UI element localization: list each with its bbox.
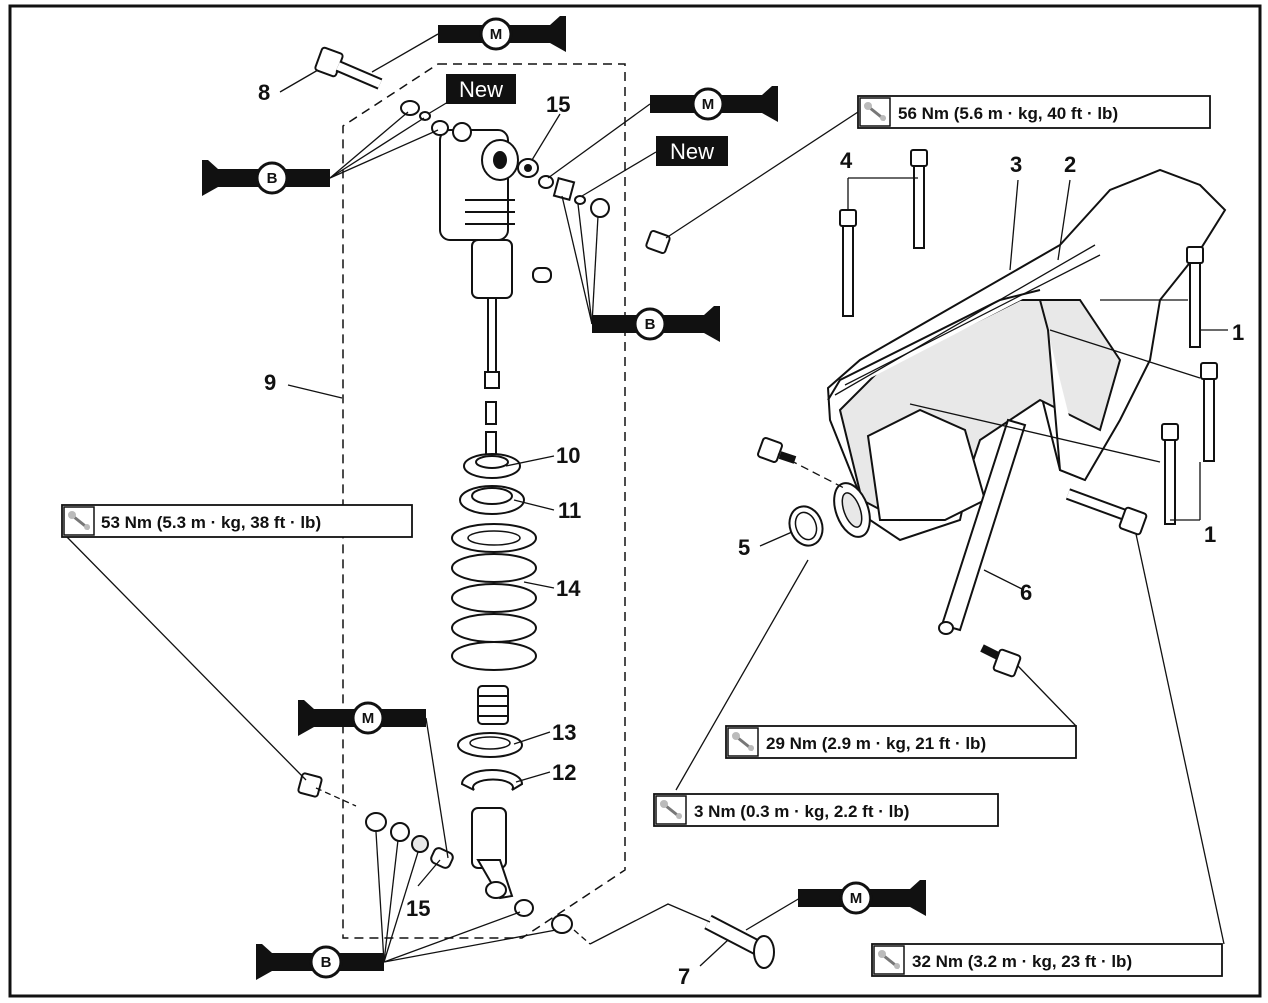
callout-10: 10 (556, 443, 580, 468)
callout-5: 5 (738, 535, 750, 560)
lube-m-top: M (436, 14, 568, 54)
callout-4: 4 (840, 148, 853, 173)
cable-tie (1200, 362, 1218, 462)
callout-12: 12 (552, 760, 576, 785)
torque-box-32nm: 32 Nm (3.2 m · kg, 23 ft · lb) (871, 943, 1223, 977)
callout-6: 6 (1020, 580, 1032, 605)
wrench-icon (872, 944, 906, 976)
svg-text:53 Nm (5.3 m · kg, 38 ft · lb): 53 Nm (5.3 m · kg, 38 ft · lb) (101, 513, 321, 532)
torque-box-3nm: 3 Nm (0.3 m · kg, 2.2 ft · lb) (653, 793, 999, 827)
bolt-airbox (757, 437, 797, 464)
bolt-8 (314, 46, 383, 90)
svg-text:M: M (490, 26, 503, 43)
svg-text:B: B (321, 954, 332, 971)
lube-m-lower: M (296, 698, 428, 738)
svg-text:B: B (645, 316, 656, 333)
torque-box-53nm: 53 Nm (5.3 m · kg, 38 ft · lb) (61, 504, 413, 538)
lube-b-upper-left: B (200, 158, 332, 198)
spring-seat-12 (460, 769, 524, 791)
cable-tie (1161, 423, 1179, 525)
callout-15-lower: 15 (406, 896, 430, 921)
svg-text:M: M (850, 890, 863, 907)
spring-locknut-11 (459, 485, 525, 515)
svg-text:32 Nm (3.2 m · kg, 23 ft · lb): 32 Nm (3.2 m · kg, 23 ft · lb) (912, 952, 1132, 971)
wrench-icon (62, 505, 96, 537)
lube-m-upper-right: M (648, 84, 780, 124)
callout-11: 11 (558, 498, 581, 523)
lower-right-washer-a (514, 899, 534, 917)
svg-text:M: M (362, 710, 375, 727)
svg-text:B: B (267, 170, 278, 187)
callout-1-lower: 1 (1204, 522, 1216, 547)
spring-14 (451, 523, 537, 671)
shock-lower-body (477, 685, 509, 725)
callout-8: 8 (258, 80, 270, 105)
callout-1-upper: 1 (1232, 320, 1244, 345)
callout-14: 14 (556, 576, 581, 601)
svg-text:New: New (670, 139, 714, 164)
torque-box-29nm: 29 Nm (2.9 m · kg, 21 ft · lb) (725, 725, 1077, 759)
callout-13: 13 (552, 720, 576, 745)
callout-15-upper: 15 (546, 92, 570, 117)
new-badge-right: New (656, 136, 728, 166)
bolt-32nm (1065, 488, 1148, 536)
wrench-icon (654, 794, 688, 826)
callout-7: 7 (678, 964, 690, 989)
svg-text:56 Nm (5.6 m · kg, 40 ft · lb): 56 Nm (5.6 m · kg, 40 ft · lb) (898, 104, 1118, 123)
callout-9: 9 (264, 370, 276, 395)
cable-tie (910, 149, 928, 249)
upper-left-washers (400, 100, 472, 142)
frame-border (8, 4, 1262, 998)
shock-absorber (439, 129, 552, 458)
bolt-7 (704, 914, 775, 969)
shock-assembly-boundary (342, 63, 626, 939)
shock-lower-clevis (471, 807, 514, 900)
cable-tie (839, 209, 857, 317)
leader-lines (63, 33, 1228, 967)
svg-text:New: New (459, 77, 503, 102)
lube-m-lower-right: M (796, 878, 928, 918)
lube-b-lower: B (254, 942, 386, 982)
upper-right-washers (517, 158, 671, 255)
callout-3: 3 (1010, 152, 1022, 177)
cable-tie (1186, 246, 1204, 348)
bolt-29nm (980, 644, 1022, 678)
lube-b-right: B (590, 304, 722, 344)
torque-box-56nm: 56 Nm (5.6 m · kg, 40 ft · lb) (857, 95, 1211, 129)
svg-text:3 Nm (0.3 m · kg, 2.2 ft · lb): 3 Nm (0.3 m · kg, 2.2 ft · lb) (694, 802, 909, 821)
lower-left-bushings (297, 772, 454, 869)
lower-right-washer-b (551, 914, 573, 934)
nut-upper (645, 229, 671, 255)
rear-stay-6 (940, 418, 1027, 632)
svg-text:29 Nm (2.9 m · kg, 21 ft · lb): 29 Nm (2.9 m · kg, 21 ft · lb) (766, 734, 986, 753)
wrench-icon (726, 726, 760, 758)
svg-text:M: M (702, 96, 715, 113)
spring-locknut-10 (463, 453, 521, 479)
callout-2: 2 (1064, 152, 1076, 177)
wrench-icon (858, 96, 892, 128)
new-badge-top: New (446, 74, 516, 104)
